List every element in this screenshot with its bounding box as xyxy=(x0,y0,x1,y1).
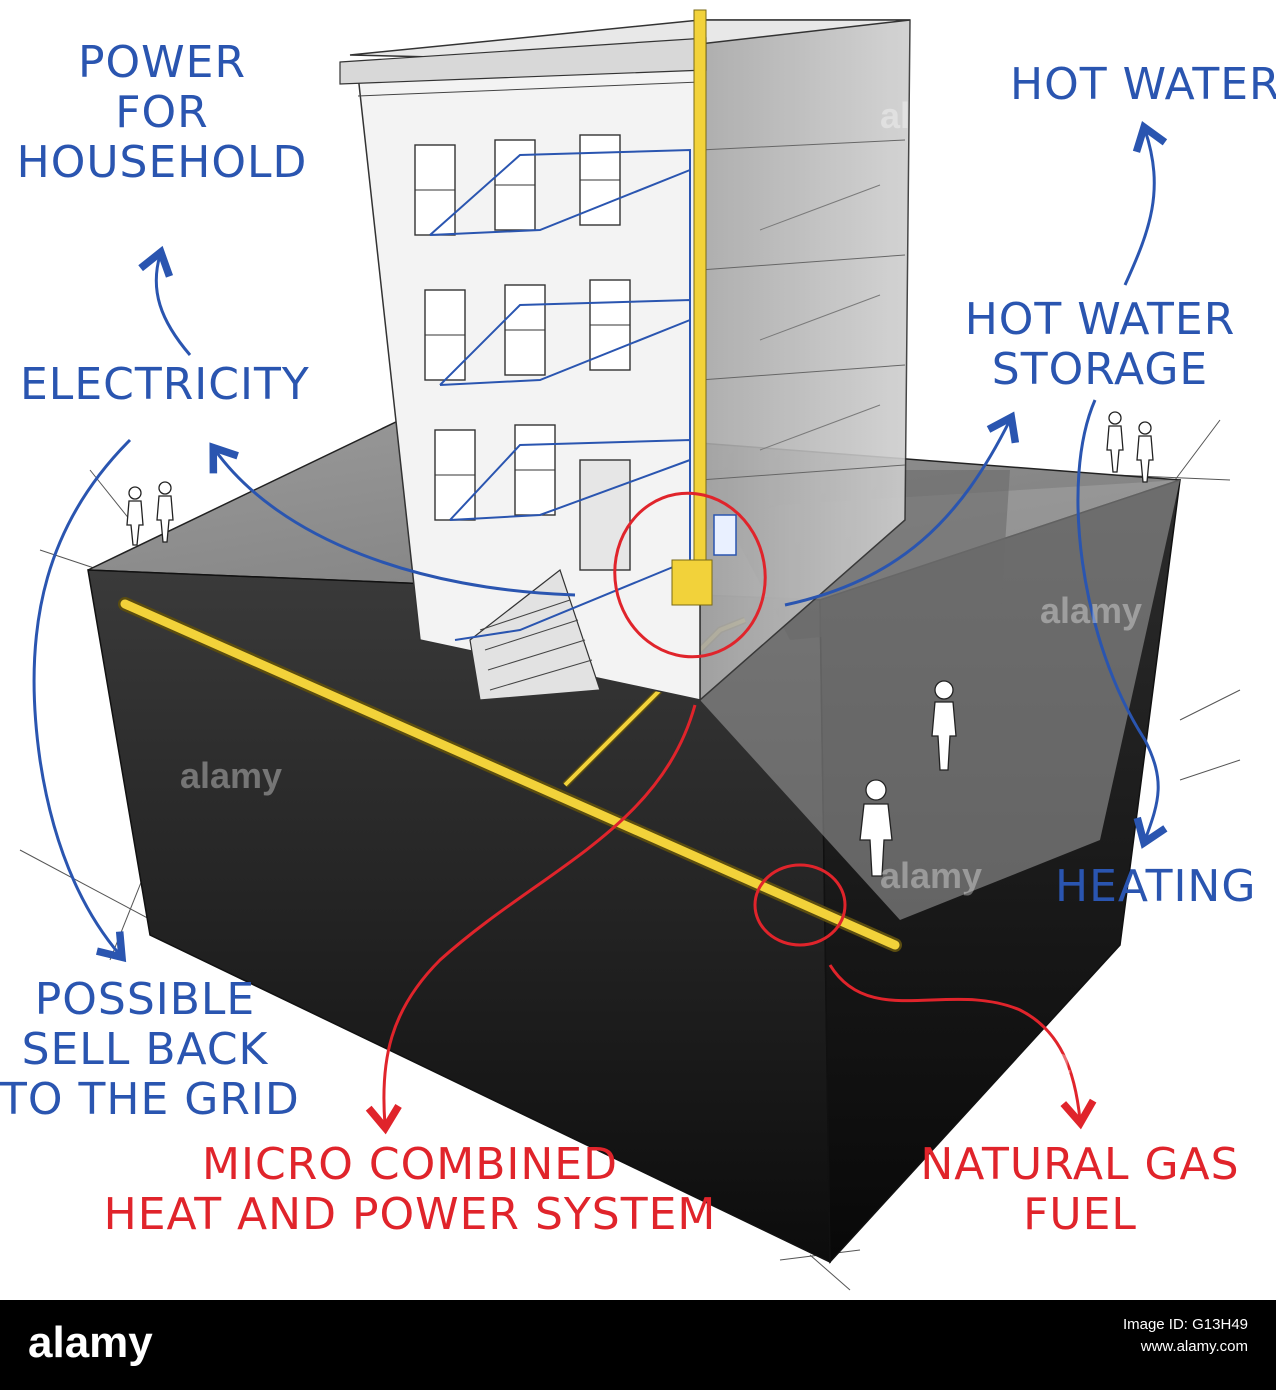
image-id: Image ID: G13H49 xyxy=(1122,1316,1248,1333)
watermark: alamy xyxy=(1050,1040,1153,1081)
watermark: alamy xyxy=(880,855,983,896)
watermark: alamy xyxy=(880,95,983,136)
house-diagram xyxy=(19,9,1241,1291)
heating-circuits xyxy=(429,148,691,641)
label-natural-gas-fuel: NATURAL GAS FUEL xyxy=(920,1139,1240,1240)
gas-riser xyxy=(671,9,737,606)
watermark: alamy xyxy=(1040,590,1143,631)
label-hot-water-storage: HOT WATER STORAGE xyxy=(964,294,1236,395)
watermark: alamy xyxy=(180,755,283,796)
red-circles xyxy=(613,491,847,947)
label-power-for-household: POWER FOR HOUSEHOLD xyxy=(16,37,308,188)
red-arrows xyxy=(365,704,1097,1135)
label-heating: HEATING xyxy=(1055,861,1257,912)
diagram-canvas: alamy alamy alamy alamy alamy POWER FOR … xyxy=(0,9,1276,1291)
site-url: www.alamy.com xyxy=(1140,1338,1248,1355)
alamy-logo: alamy xyxy=(28,1318,153,1367)
image-info: Image ID: G13H49 www.alamy.com xyxy=(1123,1314,1248,1358)
label-electricity: ELECTRICITY xyxy=(20,359,310,410)
stock-footer: alamy Image ID: G13H49 www.alamy.com xyxy=(0,1300,1276,1390)
label-possible-sell-back: POSSIBLE SELL BACK TO THE GRID xyxy=(0,974,300,1125)
label-micro-chp: MICRO COMBINED HEAT AND POWER SYSTEM xyxy=(103,1139,717,1240)
label-hot-water: HOT WATER xyxy=(1010,59,1276,110)
people xyxy=(126,411,1154,877)
blue-arrows xyxy=(32,121,1168,963)
